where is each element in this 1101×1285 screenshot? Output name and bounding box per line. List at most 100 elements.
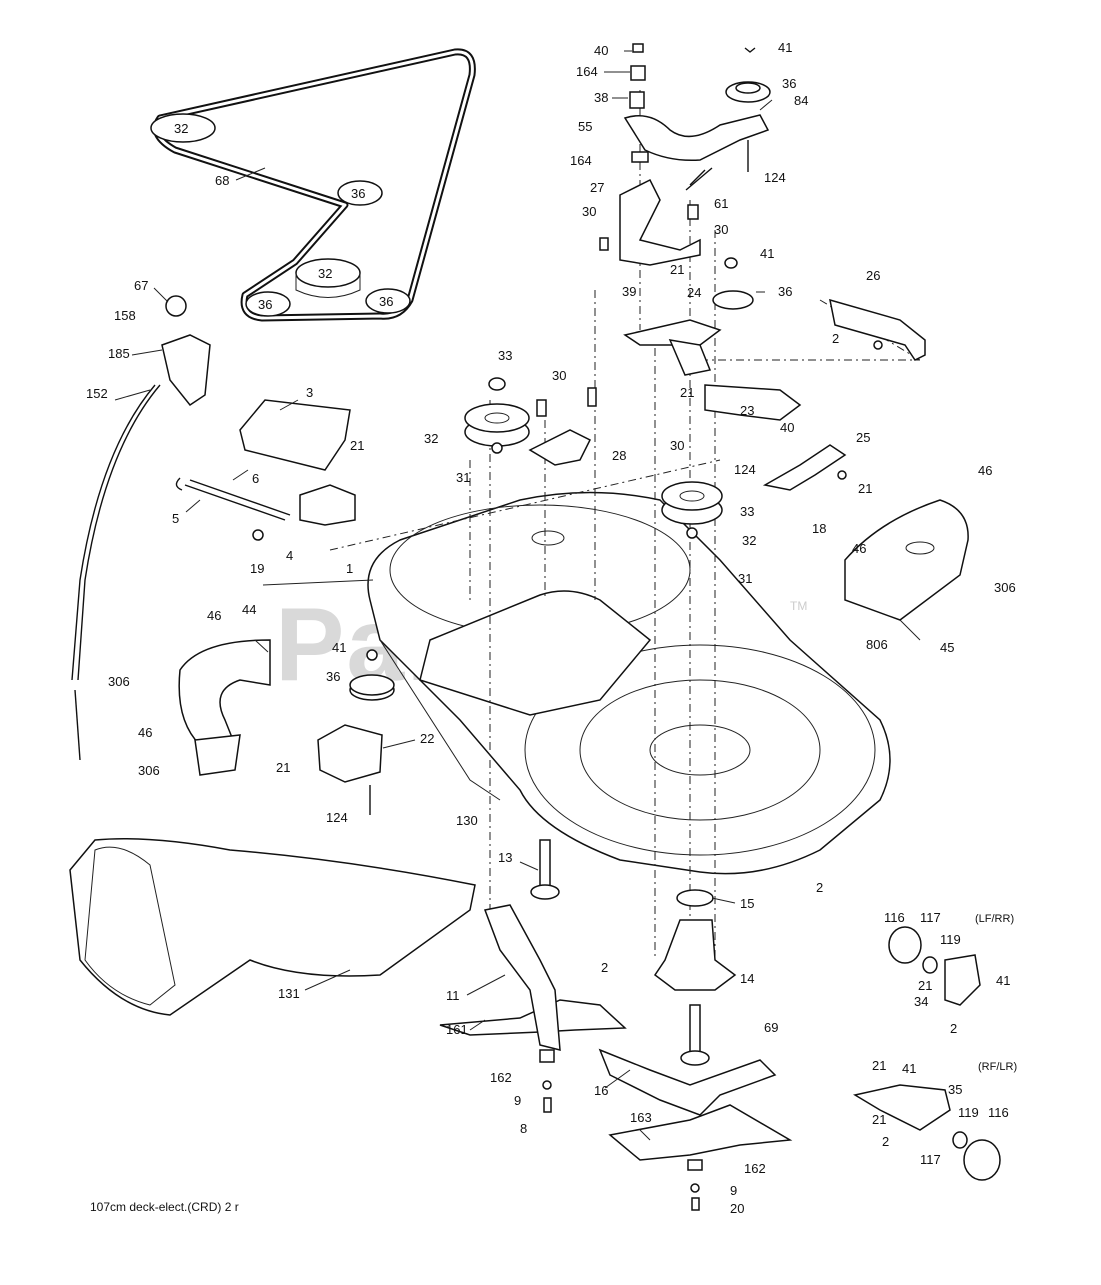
callout: 16 bbox=[594, 1083, 608, 1098]
callout: 15 bbox=[740, 896, 754, 911]
callout: 45 bbox=[940, 640, 954, 655]
callout: 68 bbox=[215, 173, 229, 188]
pulley-32-right bbox=[661, 481, 723, 539]
callout: 31 bbox=[456, 470, 470, 485]
callout: 164 bbox=[576, 64, 598, 79]
callout: 119 bbox=[940, 932, 961, 947]
pulley-label: 32 bbox=[318, 266, 332, 281]
belt-assembly: 32 36 32 36 36 bbox=[150, 48, 476, 322]
callout: 46 bbox=[138, 725, 152, 740]
bracket-25 bbox=[762, 444, 847, 491]
leader-lines bbox=[114, 50, 921, 1141]
idler-assembly-lf-rr bbox=[888, 926, 981, 1006]
callout: 38 bbox=[594, 90, 608, 105]
bracket-26 bbox=[829, 298, 926, 361]
callout: 130 bbox=[456, 813, 478, 828]
mower-deck-housing bbox=[367, 491, 891, 875]
note-rf-lr: (RF/LR) bbox=[978, 1061, 1017, 1073]
callout: 27 bbox=[590, 180, 604, 195]
bracket-3 bbox=[239, 399, 351, 471]
callout: 21 bbox=[918, 978, 932, 993]
callout: 28 bbox=[612, 448, 626, 463]
callout: 32 bbox=[424, 431, 438, 446]
idler-arm-top bbox=[623, 43, 771, 172]
callout: 84 bbox=[794, 93, 808, 108]
callout: 21 bbox=[872, 1058, 886, 1073]
callout: 61 bbox=[714, 196, 728, 211]
callout: 9 bbox=[730, 1183, 737, 1198]
callout: 21 bbox=[670, 262, 684, 277]
bracket-23 bbox=[704, 384, 802, 421]
callout: 13 bbox=[498, 850, 512, 865]
bracket-28 bbox=[528, 387, 597, 466]
callout: 40 bbox=[780, 420, 794, 435]
pulley-32-left bbox=[464, 377, 530, 454]
callout: 31 bbox=[738, 571, 752, 586]
callout: 124 bbox=[734, 462, 756, 477]
diagram-caption: 107cm deck-elect.(CRD) 2 r bbox=[90, 1200, 239, 1214]
callout: 21 bbox=[872, 1112, 886, 1127]
callout: 119 bbox=[958, 1105, 979, 1120]
callout: 124 bbox=[764, 170, 786, 185]
callout: 36 bbox=[782, 76, 796, 91]
callout: 18 bbox=[812, 521, 826, 536]
callout: 30 bbox=[582, 204, 596, 219]
watermark-tm: TM bbox=[790, 599, 807, 613]
callout: 3 bbox=[306, 385, 313, 400]
callout: 32 bbox=[742, 533, 756, 548]
callout: 46 bbox=[978, 463, 992, 478]
callout: 158 bbox=[114, 308, 136, 323]
callout: 2 bbox=[601, 960, 608, 975]
callout: 21 bbox=[680, 385, 694, 400]
callout: 14 bbox=[740, 971, 754, 986]
callout: 164 bbox=[570, 153, 592, 168]
callout: 33 bbox=[740, 504, 754, 519]
callout: 41 bbox=[332, 640, 346, 655]
callout: 30 bbox=[670, 438, 684, 453]
callout: 116 bbox=[884, 910, 905, 925]
belt-pulley-36-mid: 36 bbox=[337, 180, 383, 206]
callout: 69 bbox=[764, 1020, 778, 1035]
callout: 806 bbox=[866, 637, 888, 652]
tension-bracket bbox=[599, 167, 754, 376]
callout: 25 bbox=[856, 430, 870, 445]
callout: 23 bbox=[740, 403, 754, 418]
blade-adapter-16 bbox=[598, 1048, 777, 1211]
callout: 26 bbox=[866, 268, 880, 283]
callout: 35 bbox=[948, 1082, 962, 1097]
callout: 30 bbox=[552, 368, 566, 383]
callout: 39 bbox=[622, 284, 636, 299]
pulley-label: 36 bbox=[258, 297, 272, 312]
discharge-chute-131 bbox=[69, 838, 476, 1016]
callout: 41 bbox=[778, 40, 792, 55]
callout: 2 bbox=[816, 880, 823, 895]
callout: 161 bbox=[446, 1022, 468, 1037]
callout: 55 bbox=[578, 119, 592, 134]
blade-adapter-11 bbox=[483, 904, 561, 1113]
bracket-4 bbox=[299, 484, 356, 526]
callout: 306 bbox=[994, 580, 1016, 595]
spindle-13 bbox=[530, 839, 560, 900]
idler-assembly-rf-lr bbox=[853, 1084, 1001, 1181]
callout: 41 bbox=[760, 246, 774, 261]
callout: 21 bbox=[276, 760, 290, 775]
callout: 162 bbox=[744, 1161, 766, 1176]
callout: 9 bbox=[514, 1093, 521, 1108]
callout: 20 bbox=[730, 1201, 744, 1216]
callout: 8 bbox=[520, 1121, 527, 1136]
callout: 21 bbox=[858, 481, 872, 496]
callout: 306 bbox=[138, 763, 160, 778]
callout: 41 bbox=[902, 1061, 916, 1076]
note-lf-rr: (LF/RR) bbox=[975, 913, 1014, 925]
callout: 36 bbox=[326, 669, 340, 684]
pulley-label: 36 bbox=[351, 186, 365, 201]
belt-cover-45 bbox=[844, 499, 969, 621]
callout: 116 bbox=[988, 1105, 1009, 1120]
callout: 67 bbox=[134, 278, 148, 293]
callout: 1 bbox=[346, 561, 353, 576]
belt-pulley-32-top: 32 bbox=[150, 113, 216, 143]
bracket-22 bbox=[317, 724, 383, 815]
callout-labels: 40 41 164 38 36 84 55 164 124 68 27 61 3… bbox=[86, 40, 1016, 1216]
